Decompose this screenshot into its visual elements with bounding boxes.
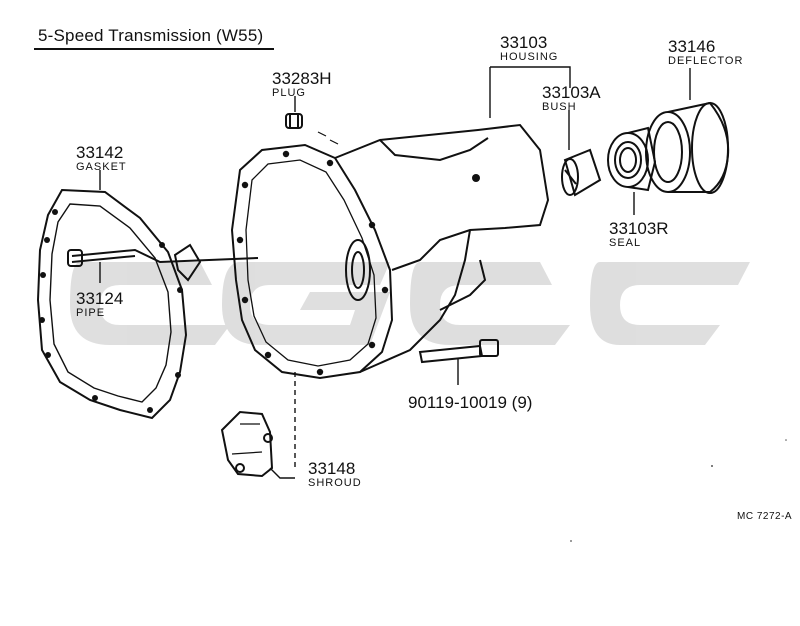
- part-name-seal: SEAL: [609, 237, 642, 249]
- label-bush: 33103A BUSH: [542, 84, 601, 113]
- part-number-bolt: 90119-10019 (9): [408, 393, 533, 412]
- part-name-pipe: PIPE: [76, 307, 106, 319]
- title-underline: [34, 48, 274, 50]
- seal-drawing: [607, 126, 657, 192]
- label-housing: 33103 HOUSING: [500, 34, 558, 63]
- label-seal: 33103R SEAL: [609, 220, 669, 249]
- part-name-shroud: SHROUD: [308, 477, 362, 489]
- part-number-gasket: 33142: [76, 143, 124, 162]
- scan-specks: [570, 439, 787, 542]
- gasket-drawing: [36, 188, 188, 420]
- part-number-pipe: 33124: [76, 289, 124, 308]
- part-number-plug: 33283H: [272, 69, 332, 88]
- part-number-bush: 33103A: [542, 83, 601, 102]
- part-name-bush: BUSH: [542, 101, 577, 113]
- label-plug: 33283H PLUG: [272, 70, 332, 99]
- label-deflector: 33146 DEFLECTOR: [668, 38, 743, 67]
- label-bolt: 90119-10019 (9): [408, 394, 532, 411]
- label-gasket: 33142 GASKET: [76, 144, 127, 173]
- part-name-deflector: DEFLECTOR: [668, 55, 744, 67]
- leader-lines: [99, 66, 691, 479]
- part-name-plug: PLUG: [272, 87, 306, 99]
- bolt-drawing: [418, 339, 499, 364]
- housing-bolt-holes: [236, 150, 480, 376]
- plug-drawing: [285, 113, 339, 145]
- part-name-housing: HOUSING: [500, 51, 559, 63]
- shroud-drawing: [220, 410, 274, 478]
- part-number-housing: 33103: [500, 33, 548, 52]
- drawing-code: MC 7272-A: [737, 511, 793, 522]
- part-number-deflector: 33146: [668, 37, 716, 56]
- part-name-gasket: GASKET: [76, 161, 127, 173]
- part-number-shroud: 33148: [308, 459, 356, 478]
- deflector-drawing: [645, 101, 730, 194]
- gasket-bolt-holes: [39, 209, 183, 413]
- label-shroud: 33148 SHROUD: [308, 460, 362, 489]
- part-number-seal: 33103R: [609, 219, 669, 238]
- watermark-logo: [70, 262, 750, 345]
- diagram-title: 5-Speed Transmission (W55): [38, 26, 264, 45]
- label-pipe: 33124 PIPE: [76, 290, 123, 319]
- housing-drawing: [230, 123, 550, 380]
- pipe-drawing: [67, 243, 259, 282]
- bush-drawing: [561, 148, 602, 197]
